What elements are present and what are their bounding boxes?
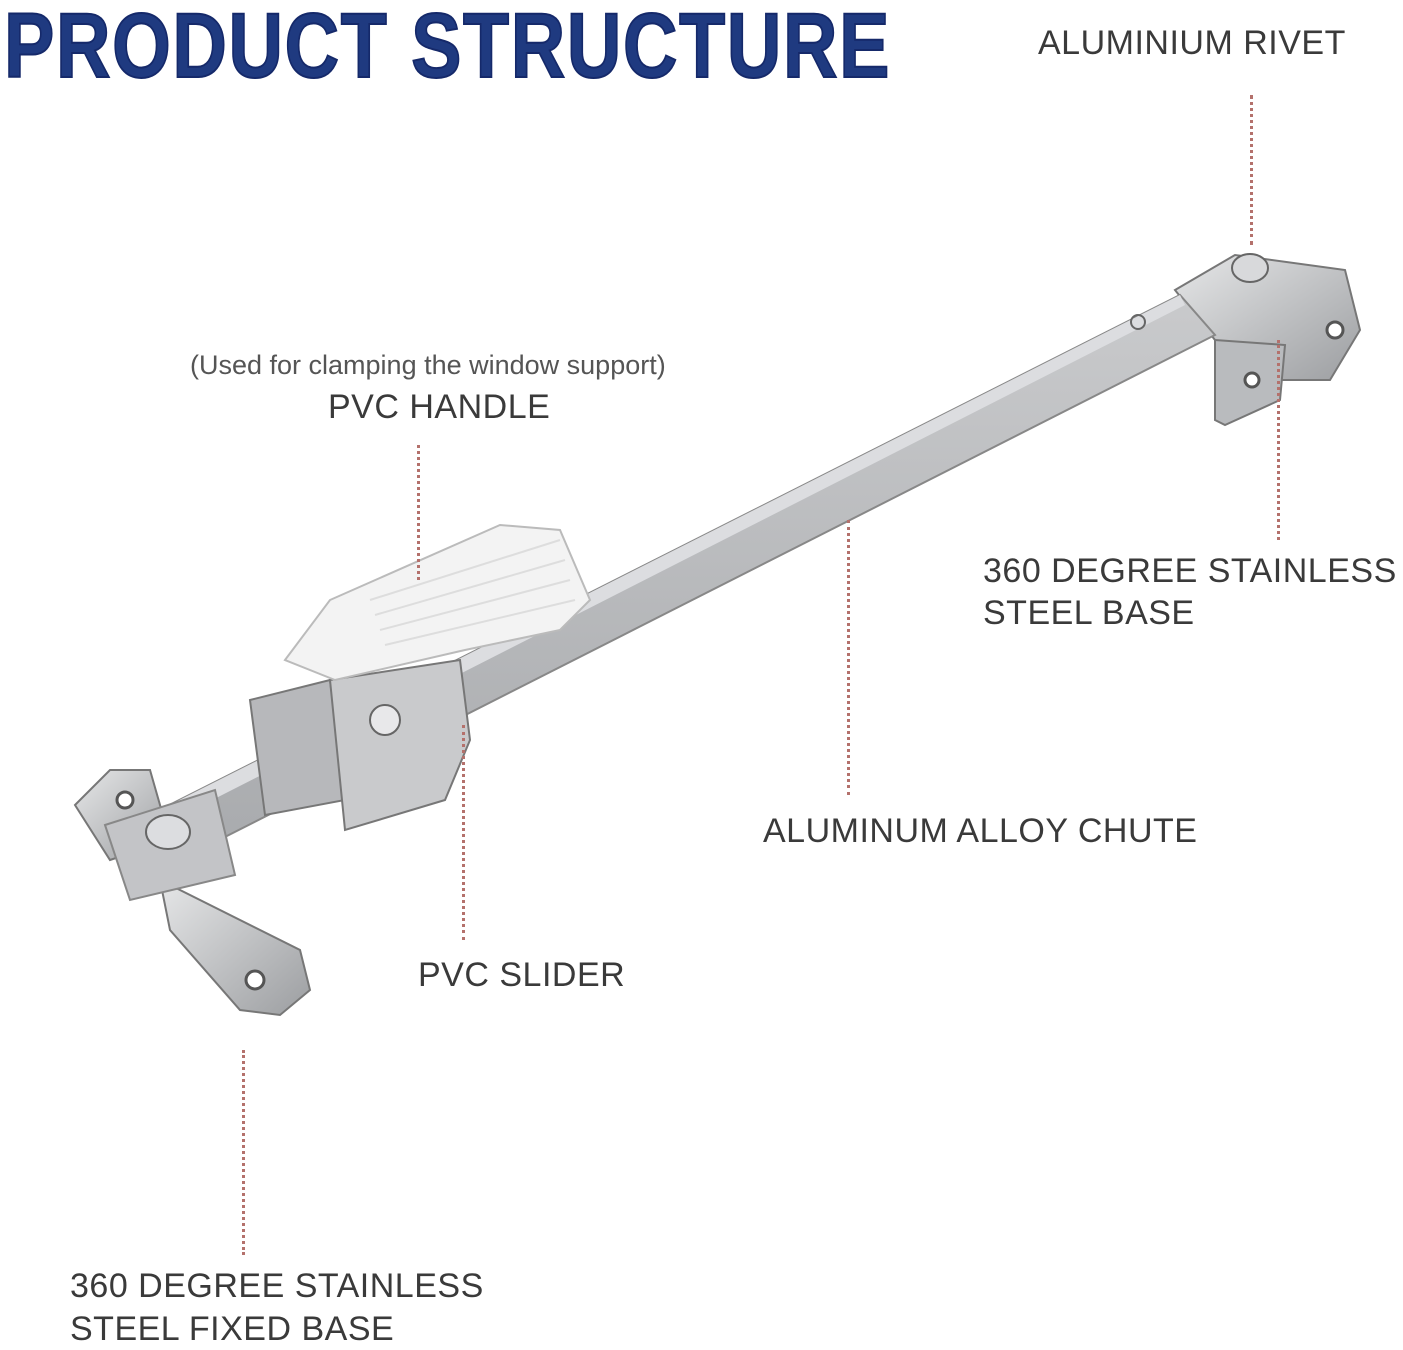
rivet-icon [1231,253,1269,283]
label-pvc-handle: PVC HANDLE [328,388,551,426]
label-pvc-slider: PVC SLIDER [418,956,626,994]
chute-leader-line [847,520,850,795]
label-aluminium-rivet: ALUMINIUM RIVET [1038,24,1346,62]
right-steel-base [1173,253,1362,427]
label-handle-note: (Used for clamping the window support) [190,350,666,380]
handle-leader-line [417,445,420,580]
left-base-leader-line [242,1050,245,1255]
right-base-leader-line [1277,340,1280,540]
rivet-icon [145,814,191,850]
label-aluminum-chute: ALUMINUM ALLOY CHUTE [763,812,1198,850]
label-right-base-2: STEEL BASE [983,594,1195,632]
label-right-base-1: 360 DEGREE STAINLESS [983,552,1397,590]
rivet-leader-line [1250,95,1253,245]
slider-leader-line [462,725,465,940]
pvc-slider-handle [248,523,592,832]
label-left-base-2: STEEL FIXED BASE [70,1310,395,1348]
left-fixed-base [73,769,312,1017]
page-title: PRODUCT STRUCTURE [3,0,892,98]
label-left-base-1: 360 DEGREE STAINLESS [70,1267,484,1305]
